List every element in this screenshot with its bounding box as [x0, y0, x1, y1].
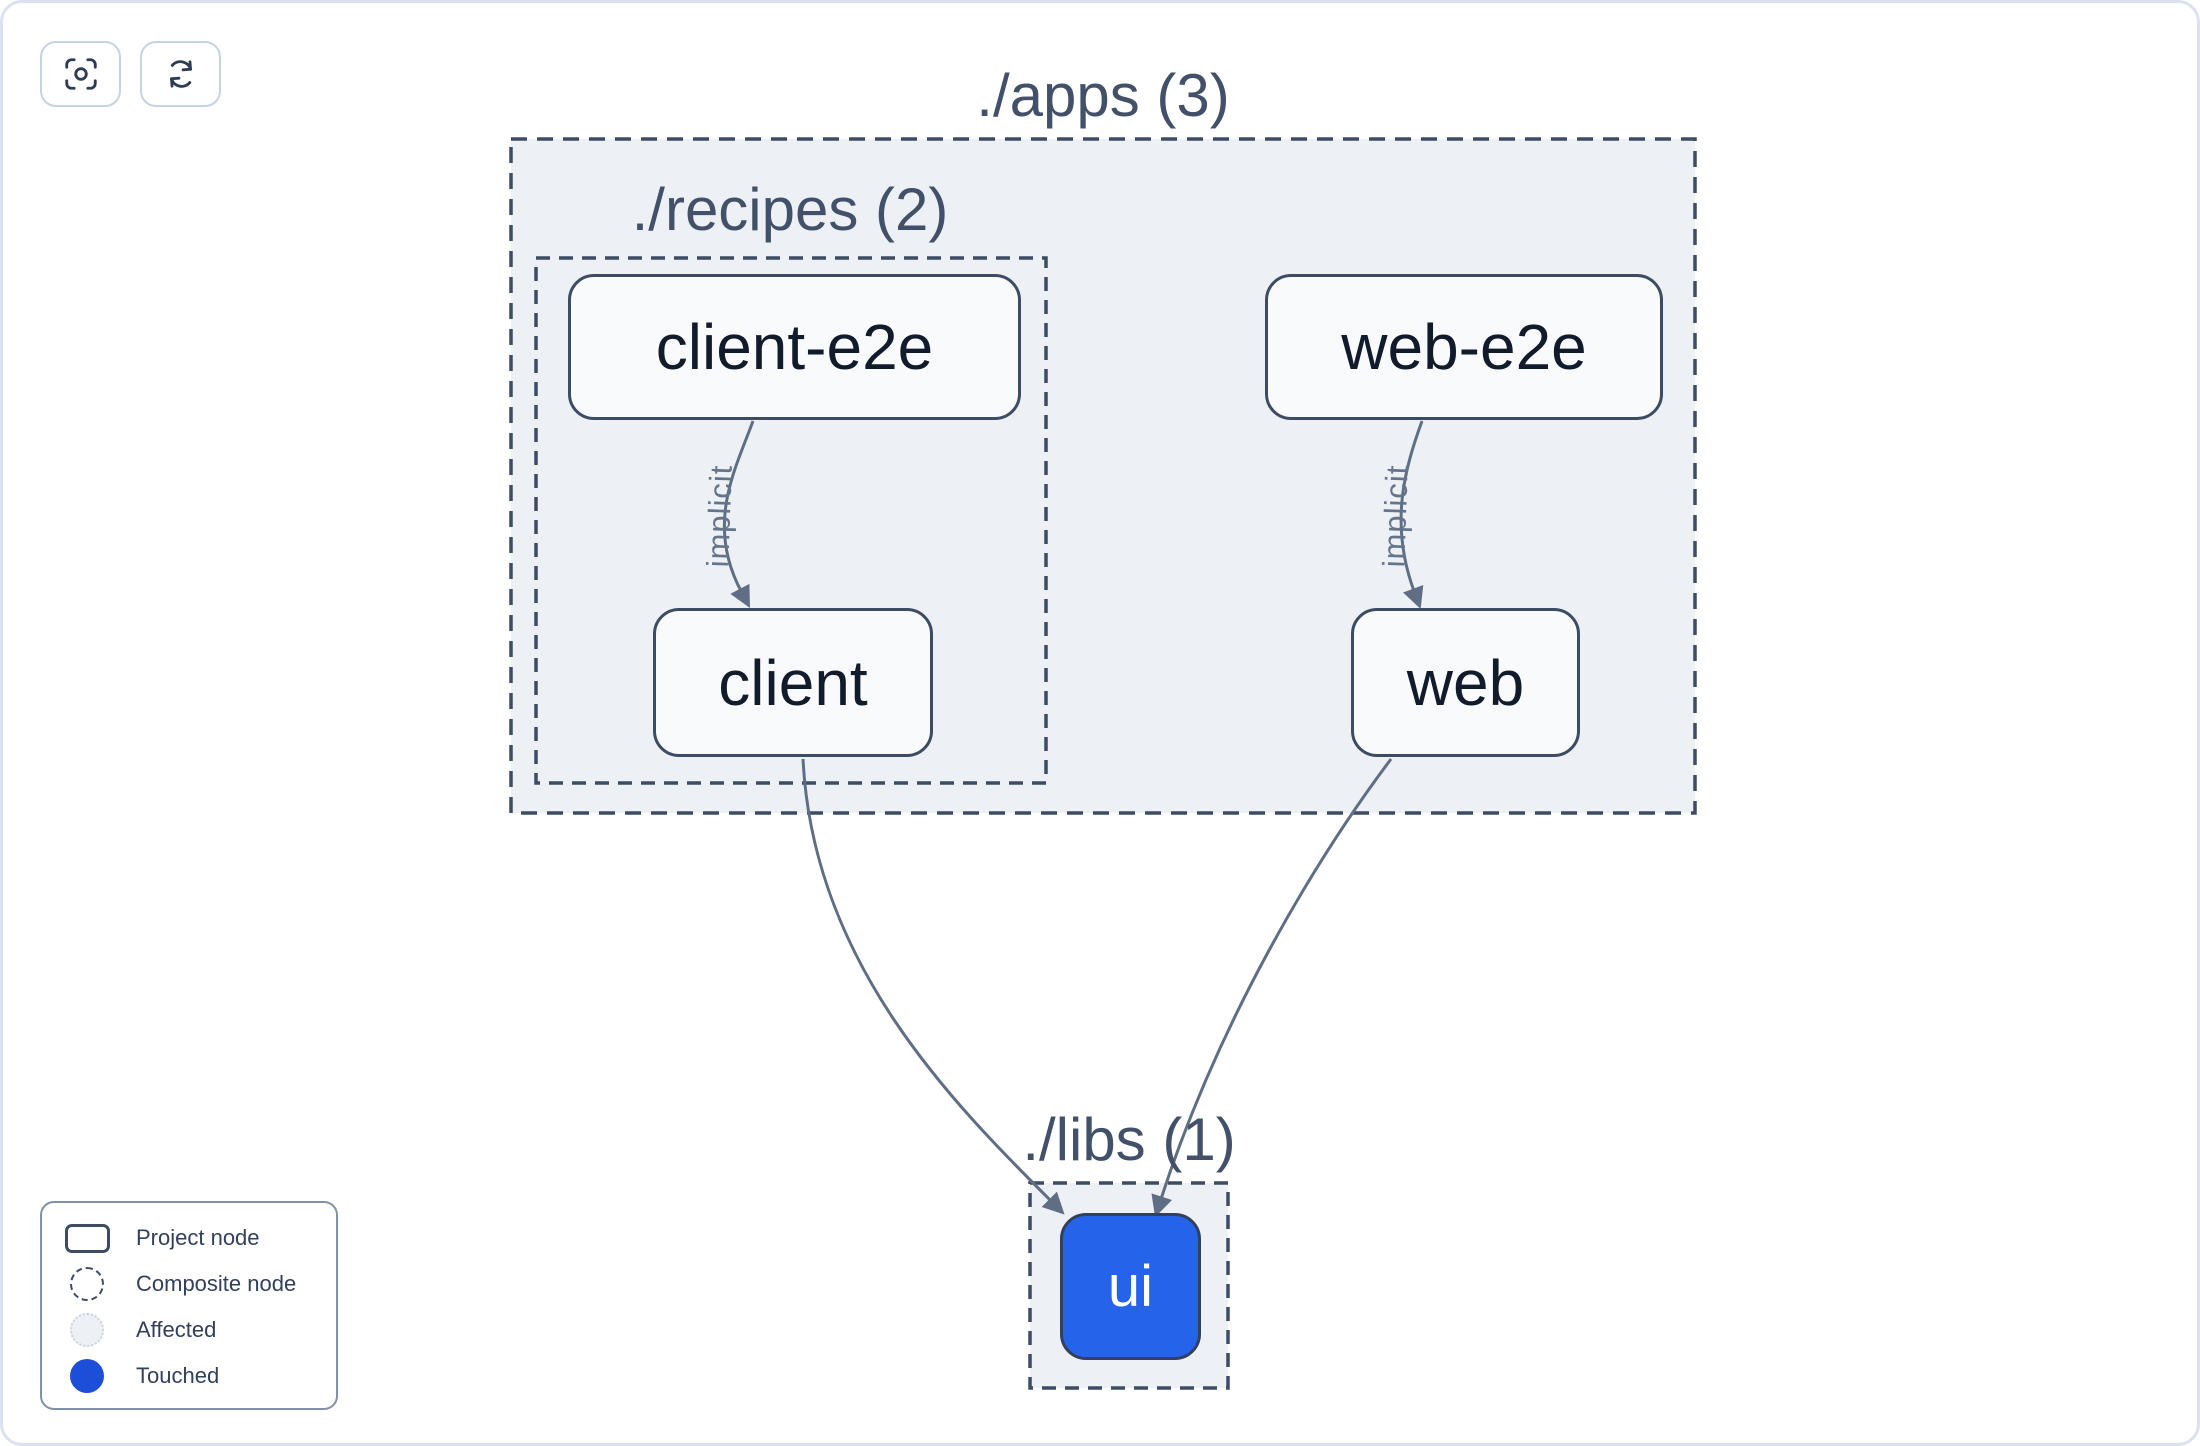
legend-row-project-node: Project node [64, 1215, 336, 1261]
node-client-e2e[interactable]: client-e2e [568, 274, 1021, 420]
affected-swatch [70, 1313, 104, 1347]
edge-label-implicit-client: implicit [700, 464, 739, 568]
edge-web-to-ui[interactable] [1151, 758, 1393, 1218]
project-node-swatch [64, 1223, 110, 1253]
node-web-e2e[interactable]: web-e2e [1265, 274, 1663, 420]
zoom-to-fit-button[interactable] [40, 41, 121, 107]
node-client[interactable]: client [653, 608, 933, 757]
refresh-icon [169, 60, 192, 88]
node-web[interactable]: web [1351, 608, 1580, 757]
node-ui-touched[interactable]: ui [1060, 1213, 1201, 1360]
edge-label-implicit-web: implicit [1376, 464, 1415, 568]
legend-row-touched: Touched [64, 1353, 336, 1399]
group-label-recipes[interactable]: ./recipes (2) [631, 176, 949, 243]
focus-center-icon [64, 58, 97, 90]
composite-node-swatch [70, 1267, 104, 1301]
legend-label: Project node [136, 1225, 260, 1250]
group-label-apps[interactable]: ./apps (3) [976, 62, 1230, 129]
legend-row-composite-node: Composite node [64, 1261, 336, 1307]
group-recipes[interactable] [534, 256, 1048, 785]
refresh-button[interactable] [140, 41, 221, 107]
legend-label: Touched [136, 1363, 220, 1388]
legend: Project node Composite node Affected Tou… [40, 1201, 338, 1410]
touched-swatch [70, 1359, 104, 1393]
edge-web-e2e-to-web[interactable] [1399, 420, 1424, 610]
edge-client-e2e-to-client[interactable] [722, 420, 755, 608]
legend-label: Affected [136, 1317, 217, 1342]
legend-row-affected: Affected [64, 1307, 336, 1353]
group-label-libs[interactable]: ./libs (1) [1022, 1106, 1236, 1173]
edge-client-to-ui[interactable] [801, 758, 1065, 1215]
legend-label: Composite node [136, 1271, 297, 1296]
